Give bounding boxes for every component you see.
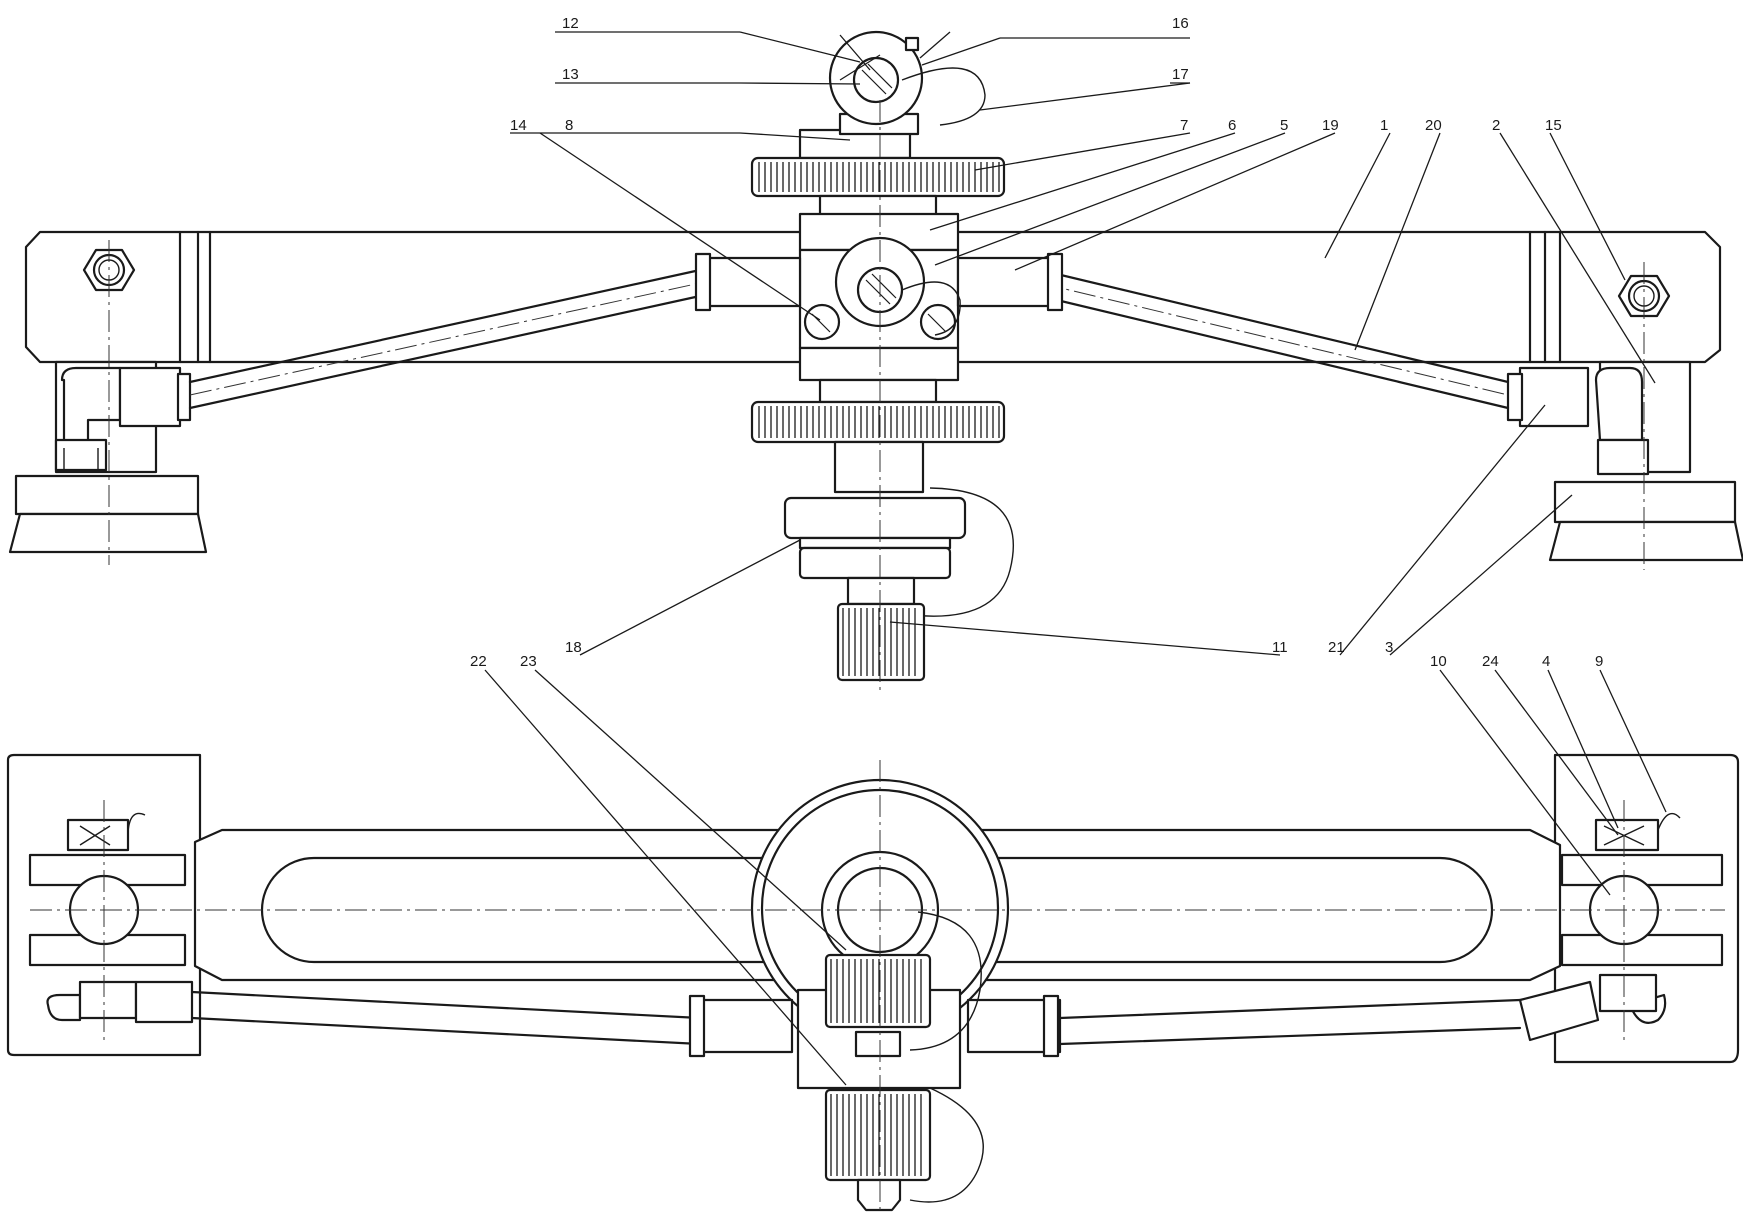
callout-9: 9 [1595,653,1603,670]
callout-16: 16 [1172,15,1189,32]
callout-23: 23 [520,653,537,670]
callout-6: 6 [1228,117,1236,134]
callout-8: 8 [565,117,573,134]
callout-24: 24 [1482,653,1499,670]
leader-lines [484,31,1667,1086]
callout-21: 21 [1328,639,1345,656]
callout-4: 4 [1542,653,1550,670]
callout-17: 17 [1172,66,1189,83]
callout-5: 5 [1280,117,1288,134]
callout-7: 7 [1180,117,1188,134]
callout-20: 20 [1425,117,1442,134]
central-column [694,30,1064,682]
callout-labels: 1 2 3 4 5 6 7 8 9 10 11 12 13 14 15 16 1… [470,15,1603,670]
front-view [8,30,1743,695]
nut-right [1617,274,1671,318]
callout-1: 1 [1380,117,1388,134]
callout-3: 3 [1385,639,1393,656]
plan-view [6,753,1740,1215]
tube-right [1038,268,1510,410]
callout-13: 13 [562,66,579,83]
callout-12: 12 [562,15,579,32]
callout-19: 19 [1322,117,1339,134]
callout-15: 15 [1545,117,1562,134]
right-support [1506,360,1743,562]
callout-2: 2 [1492,117,1500,134]
callout-18: 18 [565,639,582,656]
callout-10: 10 [1430,653,1447,670]
left-support [8,360,208,554]
tube-left [188,268,702,410]
callout-11: 11 [1272,639,1288,656]
callout-14: 14 [510,117,527,134]
callout-22: 22 [470,653,487,670]
